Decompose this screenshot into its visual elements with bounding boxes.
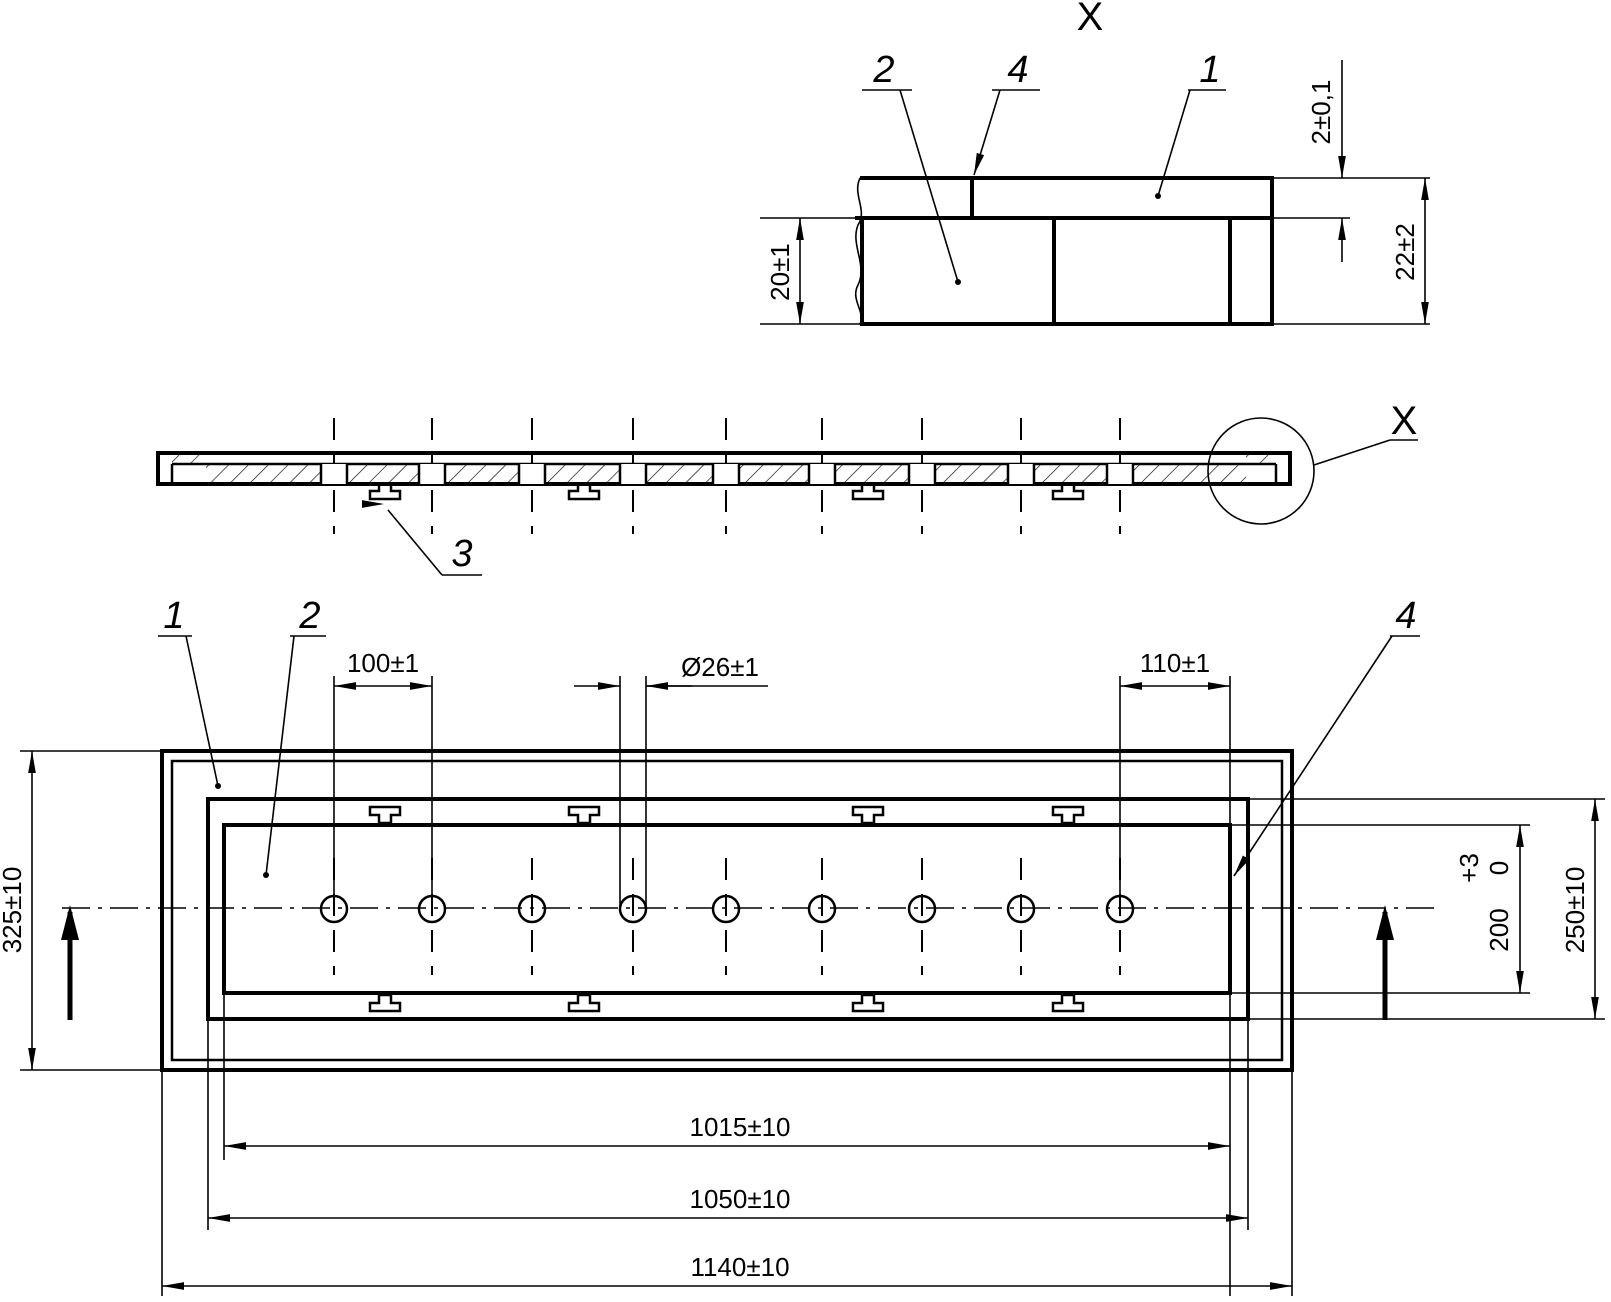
- plan-view: 325±10 200 +3 0 250±10 100±1 Ø26±1 11: [0, 595, 1605, 1296]
- plan-callout-2-leader: [265, 635, 295, 876]
- plan-hole: [517, 894, 547, 924]
- plan-dim-200-tol-lower: 0: [1484, 861, 1514, 875]
- section-detail-ref: X: [1391, 399, 1418, 443]
- detail-callout-2-leader: [899, 89, 959, 283]
- plan-hole: [711, 894, 741, 924]
- section-hole-gap: [1008, 464, 1034, 484]
- detail-dim-20-label: 20±1: [765, 243, 795, 301]
- plan-callout-1-leader: [185, 635, 219, 787]
- plan-dim-110-label: 110±1: [1140, 648, 1210, 678]
- section-hole-gap: [620, 464, 646, 484]
- section-clamp: [851, 482, 885, 501]
- detail-x-circle: [1207, 417, 1315, 525]
- plan-direction-arrowhead-right: [1376, 905, 1394, 940]
- plan-holes: [319, 858, 1135, 975]
- plan-hole: [618, 894, 648, 924]
- detail-callout-1-dot: [1155, 193, 1161, 199]
- section-clamp: [368, 482, 402, 501]
- detail-callout-2-dot: [955, 279, 961, 285]
- plan-dim-200-label: 200: [1484, 908, 1514, 951]
- plan-callout-1-dot: [215, 783, 221, 789]
- section-start-hatch: [172, 453, 206, 464]
- plan-dim-200-tol-upper: +3: [1454, 853, 1484, 883]
- section-hole-gap: [1107, 464, 1133, 484]
- section-hole-gap: [713, 464, 739, 484]
- section-hole-gap: [519, 464, 545, 484]
- plan-outer-frame: [160, 749, 1294, 1072]
- plan-dim-hole-label: Ø26±1: [681, 652, 759, 682]
- plan-clamp-bottom: [1051, 993, 1085, 1013]
- detail-break-line: [854, 177, 863, 325]
- plan-clamp-bottom: [368, 993, 402, 1013]
- plan-outer-frame-inner: [170, 759, 1284, 1062]
- plan-hole: [1006, 894, 1036, 924]
- detail-callout-1-leader: [1157, 89, 1191, 197]
- plan-callout-2-dot: [263, 872, 269, 878]
- plan-clamp-top: [368, 805, 402, 825]
- detail-x-leader: [1313, 439, 1391, 466]
- section-hole-gap: [909, 464, 935, 484]
- detail-callout-4: 4: [1007, 49, 1028, 91]
- plan-clamp-bottom: [567, 993, 601, 1013]
- plan-clamp-top: [851, 805, 885, 825]
- plan-direction-arrowhead-left: [61, 905, 79, 940]
- plan-hole: [907, 894, 937, 924]
- section-callout-3: 3: [451, 533, 472, 575]
- plan-dim-325-label: 325±10: [0, 867, 27, 954]
- detail-cavity: [1052, 216, 1232, 326]
- plan-clamp-top: [567, 805, 601, 825]
- section-hole-gap: [809, 464, 835, 484]
- plan-clamp-top: [1051, 805, 1085, 825]
- section-hole-gap: [419, 464, 445, 484]
- detail-callout-1: 1: [1199, 49, 1220, 91]
- plan-callout-4-leader: [1233, 635, 1393, 877]
- detail-dim-22-label: 22±2: [1390, 223, 1420, 281]
- plan-hole: [807, 894, 837, 924]
- section-end-hatch: [1246, 453, 1276, 464]
- section-view: X 3: [156, 399, 1418, 576]
- plan-dim-250-label: 250±10: [1560, 867, 1590, 954]
- detail-part-1-top: [970, 176, 1274, 220]
- plan-dim-100-label: 100±1: [347, 648, 419, 678]
- detail-part-1-end: [1228, 216, 1274, 326]
- section-hole-gap: [321, 464, 347, 484]
- plan-callout-2: 2: [298, 595, 320, 637]
- plan-clamps: [368, 805, 1085, 1013]
- detail-part-2-block: [860, 216, 1056, 326]
- plan-dim-1140-label: 1140±10: [690, 1252, 789, 1282]
- section-callout-3-leader: [387, 509, 443, 576]
- section-holes: [319, 418, 1135, 534]
- section-clamp: [567, 482, 601, 501]
- section-clamp: [1051, 482, 1085, 501]
- detail-callout-4-leader: [973, 89, 1001, 176]
- section-clamps: [368, 482, 1085, 501]
- detail-callout-2: 2: [872, 49, 894, 91]
- detail-x-title: X: [1077, 0, 1104, 39]
- detail-x-view: X 2±0,1 22±2 20±1: [760, 0, 1430, 326]
- plan-clamp-bottom: [851, 993, 885, 1013]
- plan-callout-4: 4: [1395, 595, 1416, 637]
- plan-dim-1050-label: 1050±10: [689, 1184, 790, 1214]
- plan-dim-1015-label: 1015±10: [689, 1112, 790, 1142]
- detail-dim-2-label: 2±0,1: [1306, 80, 1336, 145]
- plan-callout-1: 1: [163, 595, 184, 637]
- plan-mid-frame: [206, 797, 1250, 1021]
